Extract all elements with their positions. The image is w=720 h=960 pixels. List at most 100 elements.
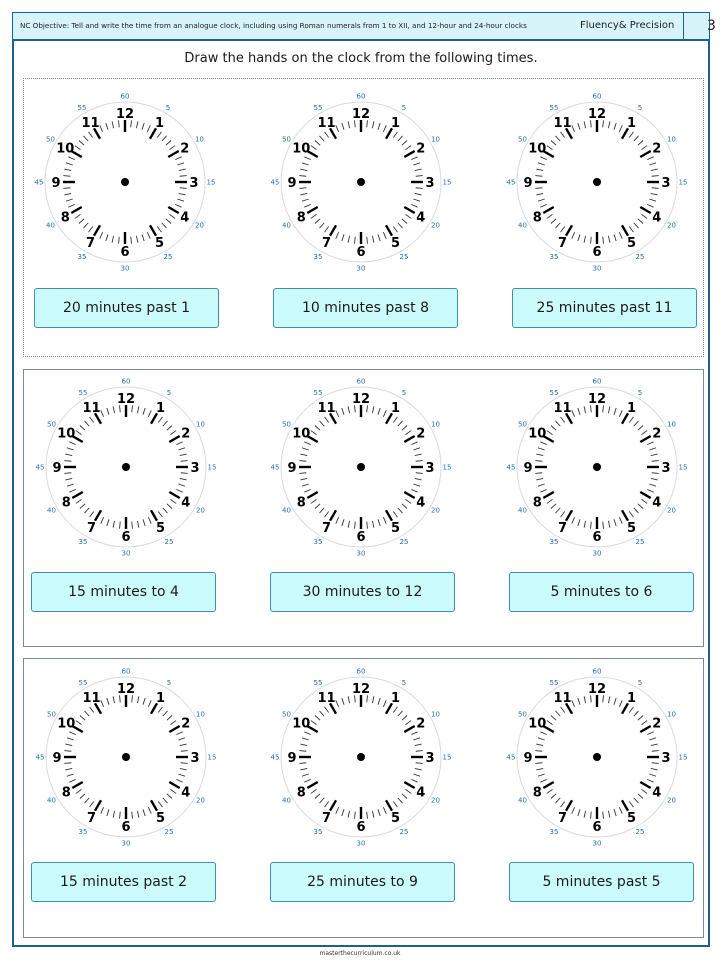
- minute-tick: [555, 222, 561, 229]
- minute-tick: [175, 156, 182, 161]
- minute-tick: [64, 460, 72, 462]
- hour-number: 8: [62, 496, 71, 511]
- minute-tick: [414, 453, 422, 457]
- instruction-text: Draw the hands on the clock from the fol…: [184, 51, 538, 66]
- minute-tick: [641, 430, 648, 436]
- minute-label: 45: [36, 754, 45, 762]
- minute-tick: [583, 235, 587, 243]
- minute-tick: [536, 192, 544, 196]
- hour-number: 8: [533, 786, 542, 801]
- minute-tick: [618, 700, 623, 707]
- minute-tick: [607, 520, 611, 528]
- minute-tick: [405, 213, 412, 219]
- minute-tick: [397, 710, 403, 717]
- minute-tick: [79, 715, 86, 721]
- minute-tick: [157, 511, 163, 518]
- minute-tick: [397, 222, 403, 229]
- minute-label: 50: [282, 711, 291, 719]
- minute-tick: [397, 420, 403, 427]
- minute-tick: [650, 453, 658, 457]
- hour-tick: [403, 724, 416, 734]
- minute-tick: [170, 788, 177, 794]
- hour-number: 7: [322, 521, 331, 536]
- minute-tick: [131, 811, 133, 819]
- minute-tick: [176, 488, 183, 493]
- minute-tick: [382, 700, 387, 707]
- minute-tick: [75, 788, 82, 794]
- minute-tick: [319, 507, 325, 514]
- hour-number: 8: [533, 496, 542, 511]
- minute-tick: [540, 778, 547, 783]
- minute-tick: [177, 198, 185, 202]
- minute-tick: [618, 125, 623, 132]
- hour-number: 11: [317, 116, 335, 131]
- minute-tick: [301, 162, 309, 166]
- minute-tick: [392, 706, 398, 713]
- minute-tick: [571, 517, 576, 524]
- minute-tick: [414, 477, 422, 481]
- minute-tick: [577, 122, 581, 130]
- minute-label: 25: [400, 253, 409, 261]
- minute-label: 35: [79, 538, 88, 546]
- minute-tick: [535, 472, 543, 474]
- minute-tick: [613, 519, 617, 527]
- minute-tick: [65, 477, 73, 481]
- minute-label: 35: [314, 253, 323, 261]
- header-divider: [683, 13, 684, 39]
- minute-tick: [299, 175, 307, 177]
- hour-tick: [306, 434, 319, 444]
- hour-number: 6: [356, 530, 365, 545]
- minute-tick: [647, 731, 654, 736]
- minute-tick: [179, 453, 187, 457]
- minute-label: 35: [314, 538, 323, 546]
- minute-label: 50: [518, 711, 527, 719]
- minute-tick: [537, 737, 545, 741]
- hour-number: 10: [292, 717, 310, 732]
- minute-label: 35: [550, 828, 559, 836]
- minute-tick: [66, 737, 74, 741]
- hour-tick: [384, 412, 394, 425]
- minute-tick: [324, 706, 330, 713]
- time-label-box: 15 minutes past 2: [31, 862, 216, 902]
- minute-tick: [590, 695, 592, 703]
- minute-tick: [555, 797, 561, 804]
- minute-label: 60: [593, 378, 602, 386]
- hour-tick: [384, 702, 394, 715]
- minute-tick: [119, 405, 121, 413]
- hour-number: 3: [661, 176, 670, 191]
- outer-ring: [44, 101, 206, 263]
- minute-label: 50: [518, 136, 527, 144]
- minute-tick: [157, 416, 163, 423]
- hour-number: 6: [120, 245, 129, 260]
- minute-label: 5: [402, 389, 406, 397]
- minute-tick: [310, 720, 317, 726]
- minute-tick: [613, 407, 617, 415]
- minute-tick: [602, 120, 604, 128]
- hour-tick: [70, 149, 83, 159]
- minute-tick: [68, 156, 75, 161]
- minute-tick: [304, 203, 311, 208]
- minute-label: 35: [550, 253, 559, 261]
- minute-tick: [382, 807, 387, 814]
- minute-label: 55: [550, 389, 559, 397]
- page-number: 3: [707, 18, 716, 34]
- minute-label: 55: [314, 679, 323, 687]
- minute-tick: [401, 140, 408, 146]
- minute-tick: [366, 405, 368, 413]
- minute-tick: [536, 168, 544, 172]
- minute-label: 10: [195, 136, 204, 144]
- minute-tick: [314, 140, 321, 146]
- minute-tick: [319, 797, 325, 804]
- minute-tick: [179, 187, 187, 189]
- minute-label: 60: [357, 93, 366, 101]
- minute-tick: [135, 235, 139, 243]
